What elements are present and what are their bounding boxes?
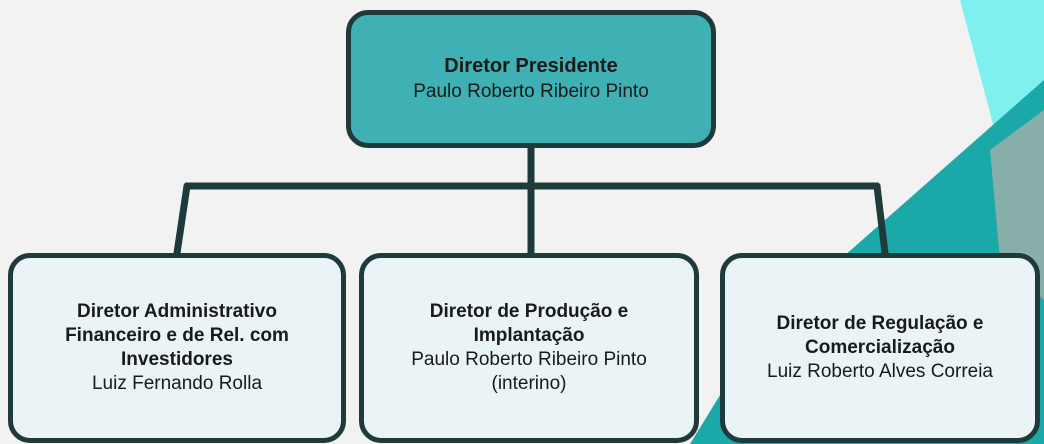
position-title: Diretor Presidente: [444, 55, 618, 77]
person-name: Luiz Roberto Alves Correia: [767, 361, 993, 382]
regulation-director-box: Diretor de Regulação e Comercialização L…: [720, 253, 1040, 443]
photo-fragment: [990, 110, 1044, 300]
person-name: Paulo Roberto Ribeiro Pinto (interino): [411, 349, 647, 394]
person-name: Luiz Fernando Rolla: [91, 373, 263, 394]
person-name: Paulo Roberto Ribeiro Pinto: [413, 81, 649, 102]
admin-finance-director-box: Diretor Administrativo Financeiro e de R…: [8, 253, 346, 443]
production-director-box: Diretor de Produção e Implantação Paulo …: [359, 253, 699, 443]
connector-lines: [173, 144, 889, 257]
position-title: Diretor de Produção e Implantação: [429, 301, 629, 346]
director-president-box: Diretor Presidente Paulo Roberto Ribeiro…: [346, 10, 716, 148]
position-title: Diretor Administrativo Financeiro e de R…: [65, 301, 289, 370]
position-title: Diretor de Regulação e Comercialização: [776, 313, 984, 358]
